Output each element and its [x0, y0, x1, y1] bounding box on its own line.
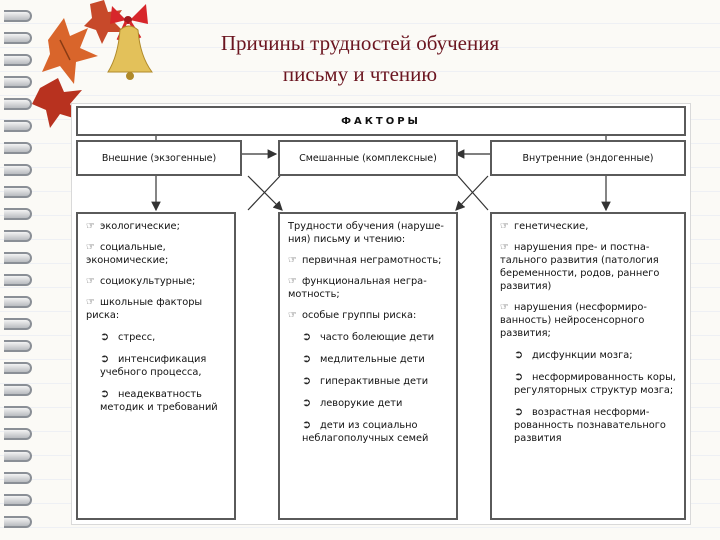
- sub-item: ➲леворукие дети: [302, 396, 403, 409]
- category-internal: Внутренние (эндогенные): [490, 140, 686, 176]
- sub-item: ➲дети из социально неблагополучных семей: [302, 418, 429, 444]
- spiral-ring: [4, 450, 32, 462]
- spiral-ring: [4, 120, 32, 132]
- spiral-ring: [4, 54, 32, 66]
- sub-item: ➲дисфункции мозга;: [514, 348, 633, 361]
- list-item: ☞функциональная негра- мотность;: [288, 276, 427, 300]
- pointing-hand-icon: ☞: [288, 255, 297, 266]
- list-item: ☞генетические,: [500, 221, 589, 232]
- spiral-ring: [4, 384, 32, 396]
- arrow-mixed-to-internal: [457, 175, 489, 211]
- factors-header: ФАКТОРЫ: [76, 106, 686, 136]
- pointing-hand-icon: ☞: [500, 242, 509, 253]
- spiral-ring: [4, 516, 32, 528]
- sub-item: ➲часто болеющие дети: [302, 330, 435, 343]
- spiral-ring: [4, 406, 32, 418]
- spiral-ring: [4, 494, 32, 506]
- arrow-right-icon: ➲: [100, 387, 110, 400]
- list-item: ☞экологические;: [86, 221, 180, 232]
- leaf-icon: [42, 18, 98, 84]
- spiral-ring: [4, 32, 32, 44]
- spiral-ring: [4, 296, 32, 308]
- page-title: Причины трудностей обучения письму и чте…: [180, 28, 540, 90]
- pointing-hand-icon: ☞: [288, 310, 297, 321]
- spiral-ring: [4, 76, 32, 88]
- category-external: Внешние (экзогенные): [76, 140, 242, 176]
- spiral-ring: [4, 208, 32, 220]
- pointing-hand-icon: ☞: [500, 302, 509, 313]
- pointing-hand-icon: ☞: [86, 242, 95, 253]
- sub-item: ➲медлительные дети: [302, 352, 425, 365]
- list-item: ☞школьные факторы риска:: [86, 297, 203, 321]
- title-line-1: Причины трудностей обучения: [220, 31, 500, 55]
- spiral-ring: [4, 340, 32, 352]
- spiral-ring: [4, 472, 32, 484]
- sub-item: ➲гиперактивные дети: [302, 374, 429, 387]
- spiral-ring: [4, 428, 32, 440]
- spiral-ring: [4, 274, 32, 286]
- arrow-right-icon: ➲: [100, 352, 110, 365]
- arrow-right-icon: ➲: [100, 330, 110, 343]
- pointing-hand-icon: ☞: [86, 297, 95, 308]
- leaf-icon: [84, 0, 124, 44]
- spiral-ring: [4, 252, 32, 264]
- pointing-hand-icon: ☞: [86, 276, 95, 287]
- spiral-ring: [4, 164, 32, 176]
- sub-item: ➲стресс,: [100, 330, 156, 343]
- spiral-ring: [4, 98, 32, 110]
- spiral-binding: [0, 0, 34, 540]
- list-item: ☞первичная неграмотность;: [288, 255, 442, 266]
- title-line-2: письму и чтению: [282, 62, 438, 86]
- spiral-ring: [4, 362, 32, 374]
- bell-icon: [107, 25, 153, 80]
- column-mixed: Трудности обучения (наруше- ния) письму …: [278, 212, 458, 520]
- list-item: ☞нарушения (несформиро- ванность) нейрос…: [500, 302, 647, 339]
- arrow-right-icon: ➲: [514, 348, 524, 361]
- sub-item: ➲интенсификация учебного процесса,: [100, 352, 207, 378]
- arrow-mixed-to-external: [247, 175, 281, 211]
- autumn-leaves-decoration: [32, 0, 153, 128]
- arrow-right-icon: ➲: [302, 352, 312, 365]
- arrow-right-icon: ➲: [514, 405, 524, 418]
- arrow-right-icon: ➲: [302, 418, 312, 431]
- column-internal: ☞генетические, ☞нарушения пре- и постна-…: [490, 212, 686, 520]
- arrow-right-icon: ➲: [302, 374, 312, 387]
- column-external: ☞экологические; ☞социальные, экономическ…: [76, 212, 236, 520]
- spiral-ring: [4, 230, 32, 242]
- arrow-right-icon: ➲: [302, 330, 312, 343]
- spiral-ring: [4, 186, 32, 198]
- arrow-external-to-mixed: [247, 175, 283, 211]
- list-item: ☞социокультурные;: [86, 276, 196, 287]
- sub-item: ➲неадекватность методик и требований: [100, 387, 218, 413]
- list-item: ☞социальные, экономические;: [86, 242, 169, 266]
- leaf-icon: [32, 78, 82, 128]
- spiral-ring: [4, 142, 32, 154]
- factors-diagram: ФАКТОРЫ Внешние (экзогенные) Смешанные (…: [72, 104, 690, 524]
- mixed-lead: Трудности обучения (наруше- ния) письму …: [288, 221, 444, 245]
- pointing-hand-icon: ☞: [500, 221, 509, 232]
- arrow-right-icon: ➲: [514, 370, 524, 383]
- pointing-hand-icon: ☞: [86, 221, 95, 232]
- sub-item: ➲возрастная несформи- рованность познава…: [514, 405, 666, 444]
- list-item: ☞особые группы риска:: [288, 310, 417, 321]
- category-mixed: Смешанные (комплексные): [278, 140, 458, 176]
- arrow-internal-to-mixed: [455, 175, 489, 211]
- pointing-hand-icon: ☞: [288, 276, 297, 287]
- sub-item: ➲несформированность коры, регуляторных с…: [514, 370, 676, 396]
- list-item: ☞нарушения пре- и постна- тального разви…: [500, 242, 660, 292]
- arrow-right-icon: ➲: [302, 396, 312, 409]
- spiral-ring: [4, 10, 32, 22]
- spiral-ring: [4, 318, 32, 330]
